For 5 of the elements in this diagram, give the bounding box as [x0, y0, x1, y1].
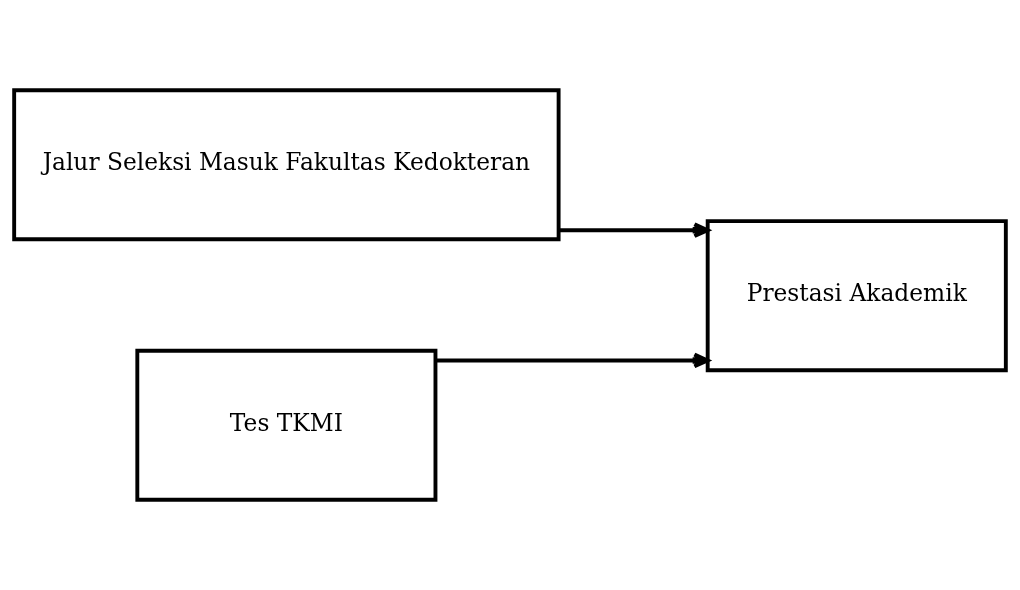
node-box: Jalur Seleksi Masuk Fakultas Kedokteran — [12, 88, 561, 242]
node-box: Tes TKMI — [135, 348, 438, 502]
node-box: Prestasi Akademik — [705, 219, 1008, 373]
arrow — [558, 222, 710, 238]
arrow — [435, 352, 710, 369]
